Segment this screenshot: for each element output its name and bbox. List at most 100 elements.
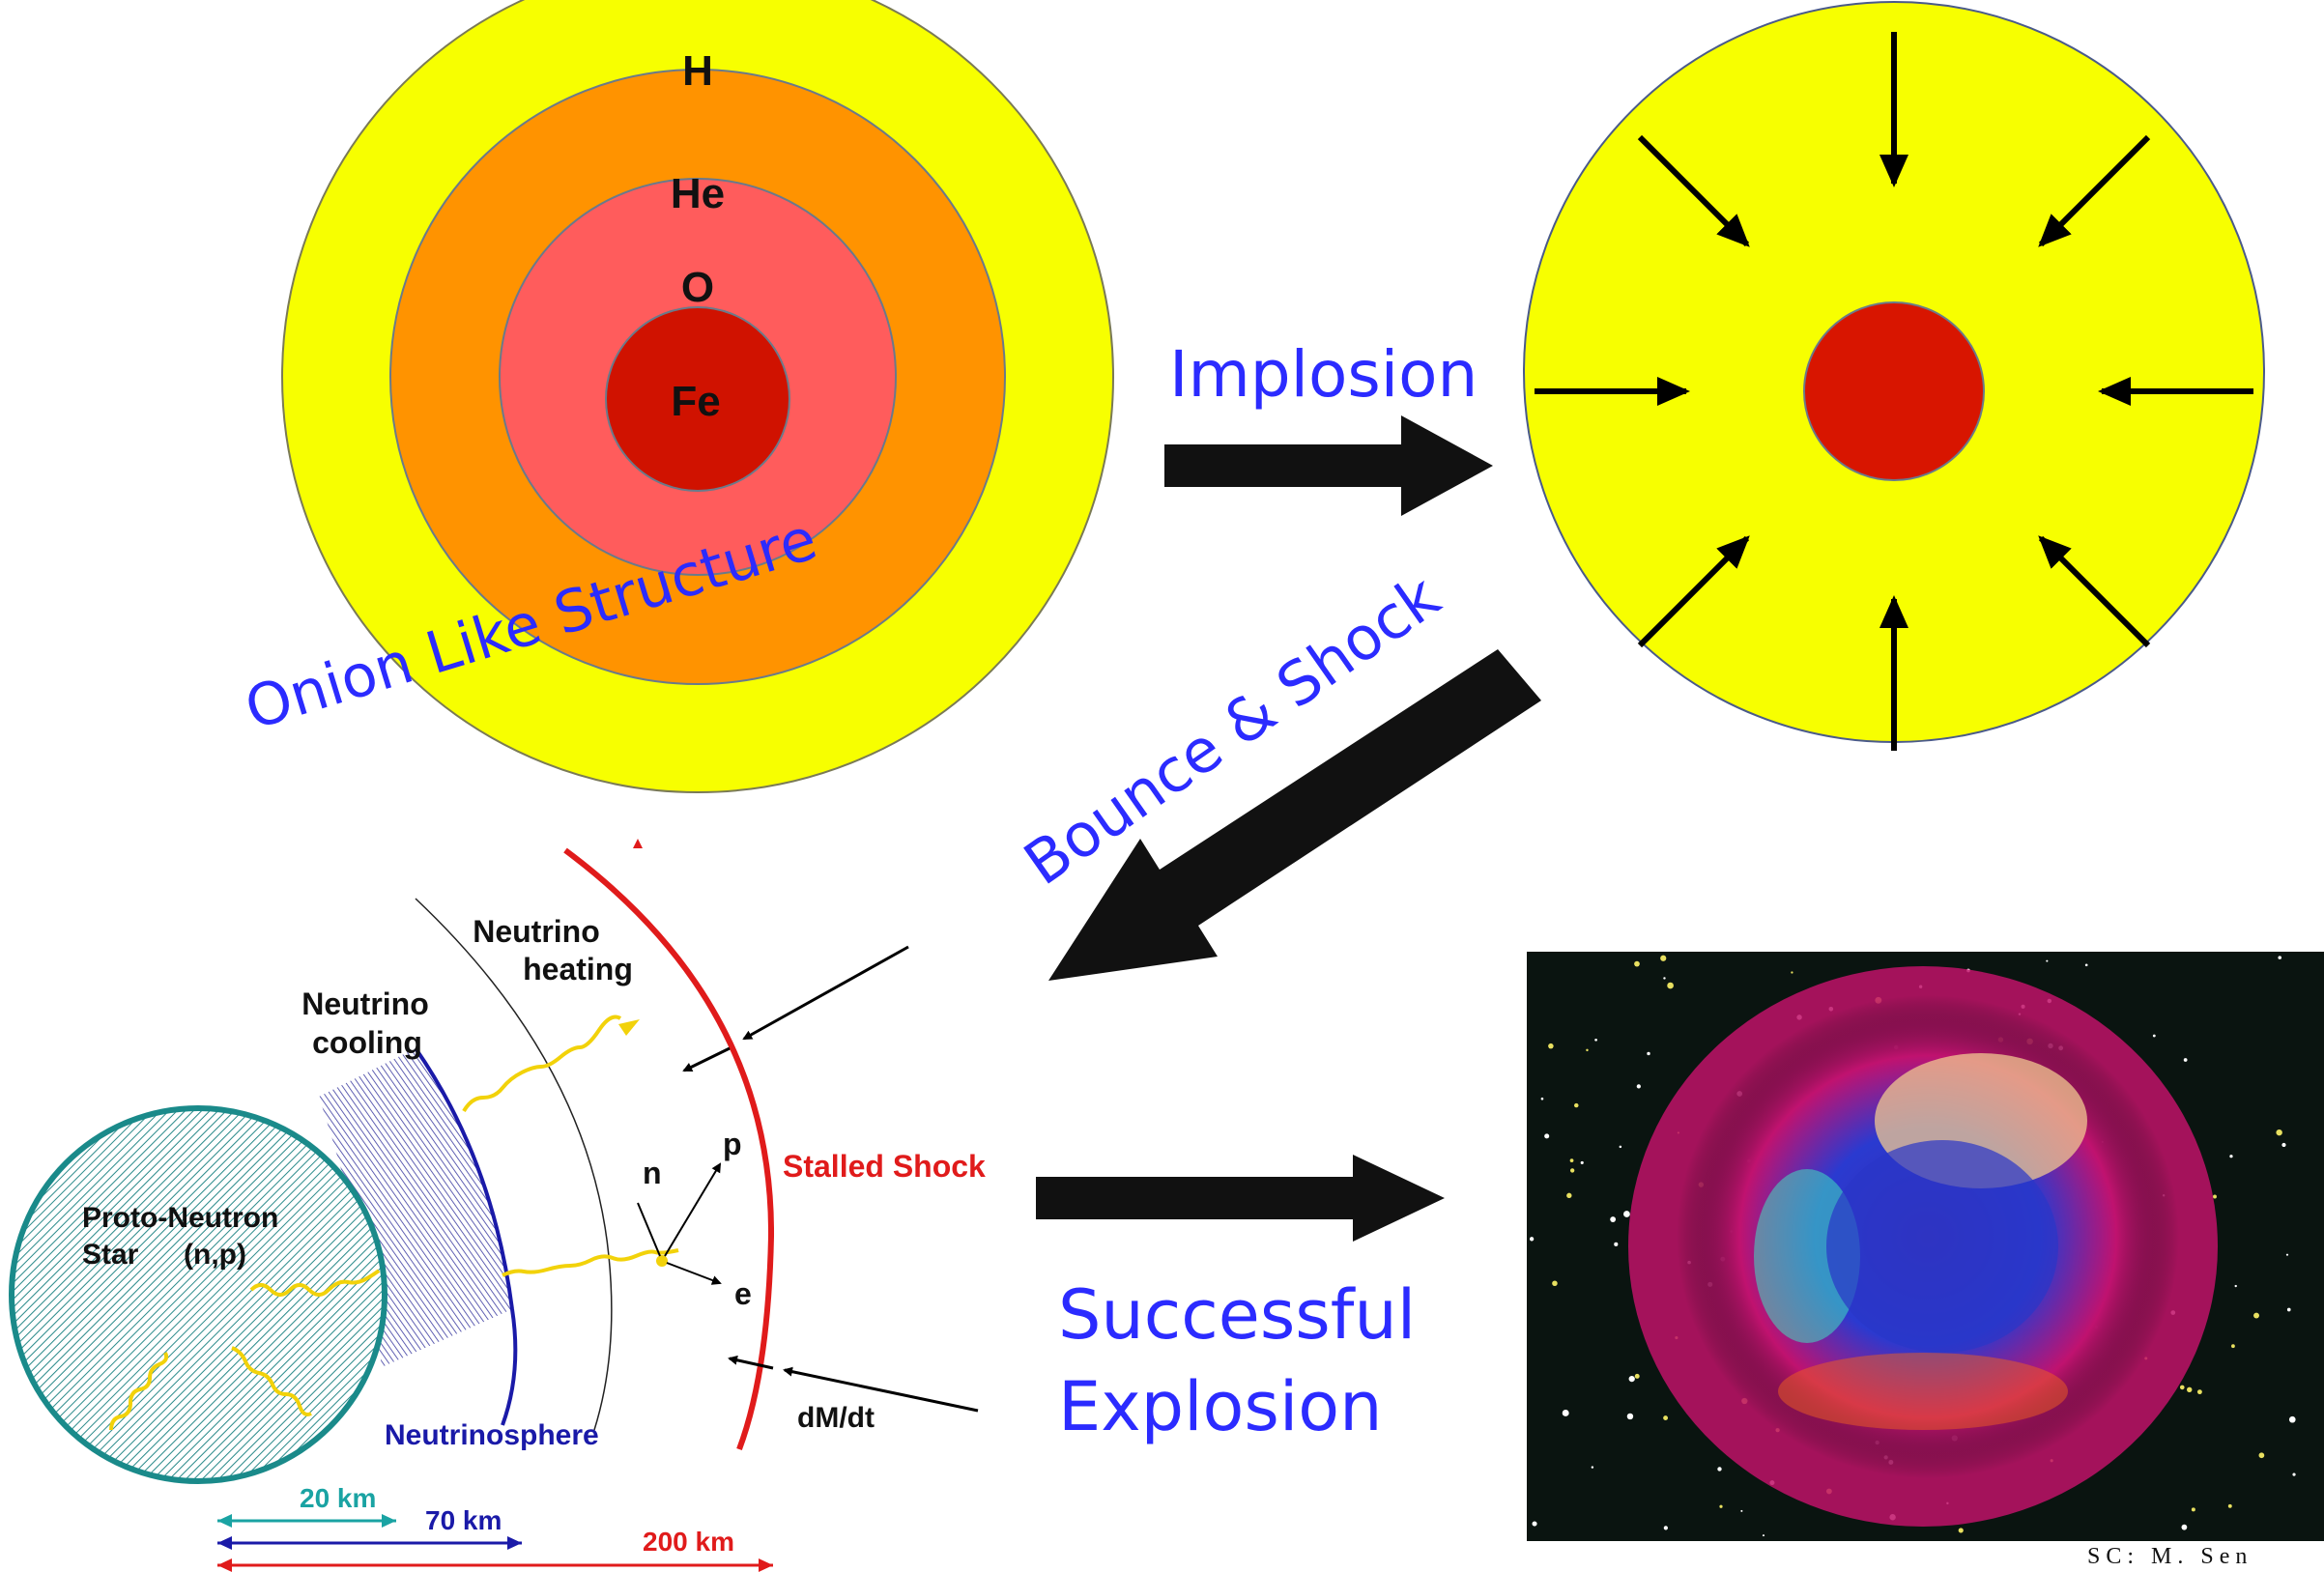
star-dot <box>2227 1503 2232 1508</box>
scale-label-20km: 20 km <box>300 1483 376 1513</box>
explosion-arrow <box>1036 1155 1445 1242</box>
particle-e: e <box>734 1276 752 1311</box>
star-dot <box>1623 1211 1630 1217</box>
star-dot <box>1762 1534 1765 1537</box>
iron-core <box>605 306 790 492</box>
star-dot <box>1552 1280 1558 1287</box>
star-dot <box>1548 1043 1554 1049</box>
imploding-star <box>1523 1 2265 751</box>
star-dot <box>2258 1452 2265 1459</box>
pns-label-star: Star <box>82 1239 139 1271</box>
star-dot <box>2288 1415 2296 1423</box>
heating-boundary <box>415 898 613 1431</box>
star-dot <box>2191 1507 2195 1512</box>
star-dot <box>1663 1526 1668 1530</box>
star-dot <box>1958 1528 1964 1533</box>
interaction-vertex <box>656 1255 668 1267</box>
heating-label-1: Neutrino <box>473 914 600 949</box>
star-dot <box>2285 1253 2289 1256</box>
layer-label-he: He <box>671 170 725 217</box>
star-dot <box>2183 1058 2188 1062</box>
star-dot <box>1619 1145 1622 1149</box>
inflow-arrow-bottom-inner <box>728 1355 774 1370</box>
star-dot <box>1626 1413 1634 1420</box>
star-dot <box>1569 1158 1574 1162</box>
star-dot <box>1663 1415 1669 1421</box>
infall-arrows <box>1535 32 2253 751</box>
star-dot <box>1532 1521 1537 1527</box>
star-dot <box>1540 1097 1544 1100</box>
explosion-label-line1: Successful <box>1058 1275 1416 1355</box>
star-dot <box>2234 1284 2237 1288</box>
star-dot <box>2046 959 2049 962</box>
stalled-shock-label: Stalled Shock <box>783 1149 986 1184</box>
star-dot <box>2196 1389 2202 1395</box>
proto-neutron-star <box>9 1105 387 1484</box>
star-dot <box>2187 1386 2193 1393</box>
shock-tip <box>633 839 643 848</box>
implosion-label: Implosion <box>1169 337 1478 412</box>
star-dot <box>1791 971 1793 974</box>
star-dot <box>1634 1373 1640 1379</box>
infall-arrow-7 <box>2038 535 2151 648</box>
cooling-label-2: cooling <box>312 1025 422 1060</box>
neutrinosphere-boundary <box>414 1046 518 1426</box>
star-dot <box>1740 1509 1743 1512</box>
star-dot <box>2231 1344 2235 1349</box>
star-dot <box>1591 1466 1594 1469</box>
star-dot <box>1660 955 1667 961</box>
imploding-core <box>1803 301 1985 481</box>
star-dot <box>1628 1375 1635 1383</box>
remnant-center <box>1826 1140 2058 1353</box>
star-dot <box>1529 1237 1535 1242</box>
proton-line <box>664 1162 722 1257</box>
star-dot <box>2213 1194 2217 1199</box>
star-dot <box>1634 960 1640 967</box>
particle-n: n <box>643 1156 662 1190</box>
star-dot <box>2179 1385 2185 1390</box>
cooling-label-1: Neutrino <box>301 986 429 1021</box>
pns-label-line1: Proto-Neutron <box>82 1202 278 1234</box>
electron-line <box>666 1262 722 1285</box>
star-dot <box>2229 1155 2233 1158</box>
star-dot <box>1569 1168 1575 1173</box>
infall-arrow-2 <box>1637 134 1750 247</box>
star-dot <box>1562 1409 1569 1416</box>
neutrino-wiggles <box>109 1015 679 1431</box>
image-credit: SC: M. Sen <box>2087 1544 2253 1569</box>
star-dot <box>2292 1472 2296 1476</box>
star-dot <box>1566 1192 1572 1199</box>
cooling-region <box>319 1048 512 1367</box>
star-dot <box>2181 1524 2188 1530</box>
star-dot <box>1544 1133 1550 1139</box>
bounce-arrow <box>1048 649 1541 981</box>
star-dot <box>2278 956 2282 959</box>
star-dot <box>2152 1034 2156 1038</box>
scale-bars: 20 km 70 km 200 km <box>217 1483 773 1572</box>
star-dot <box>2286 1307 2291 1312</box>
star-dot <box>2253 1312 2259 1319</box>
star-dot <box>1610 1216 1617 1222</box>
star-dot <box>1574 1102 1579 1108</box>
inflow-arrow-top <box>742 945 909 1041</box>
star-dot <box>1636 1084 1641 1089</box>
star-dot <box>1717 1467 1722 1472</box>
star-dot <box>1580 1160 1584 1164</box>
star-dot <box>1667 982 1674 989</box>
heating-label-2: heating <box>523 952 633 986</box>
star-dot <box>1594 1038 1597 1042</box>
supernova-remnant-image <box>1527 952 2324 1541</box>
neutron-line <box>637 1202 661 1257</box>
star-dot <box>2276 1129 2282 1136</box>
inflow-arrow-bottom <box>783 1366 979 1413</box>
star-dot <box>2281 1142 2286 1148</box>
scale-label-200km: 200 km <box>643 1527 734 1557</box>
implosion-arrow <box>1164 415 1493 516</box>
shock-diagram: Proto-Neutron Star (n,p) n p e <box>9 839 986 1572</box>
particle-p: p <box>723 1127 742 1161</box>
layer-label-o: O <box>681 264 714 311</box>
star-dot <box>1614 1242 1619 1246</box>
inflow-arrow-top-inner <box>682 1046 731 1072</box>
layer-label-h: H <box>682 47 713 95</box>
